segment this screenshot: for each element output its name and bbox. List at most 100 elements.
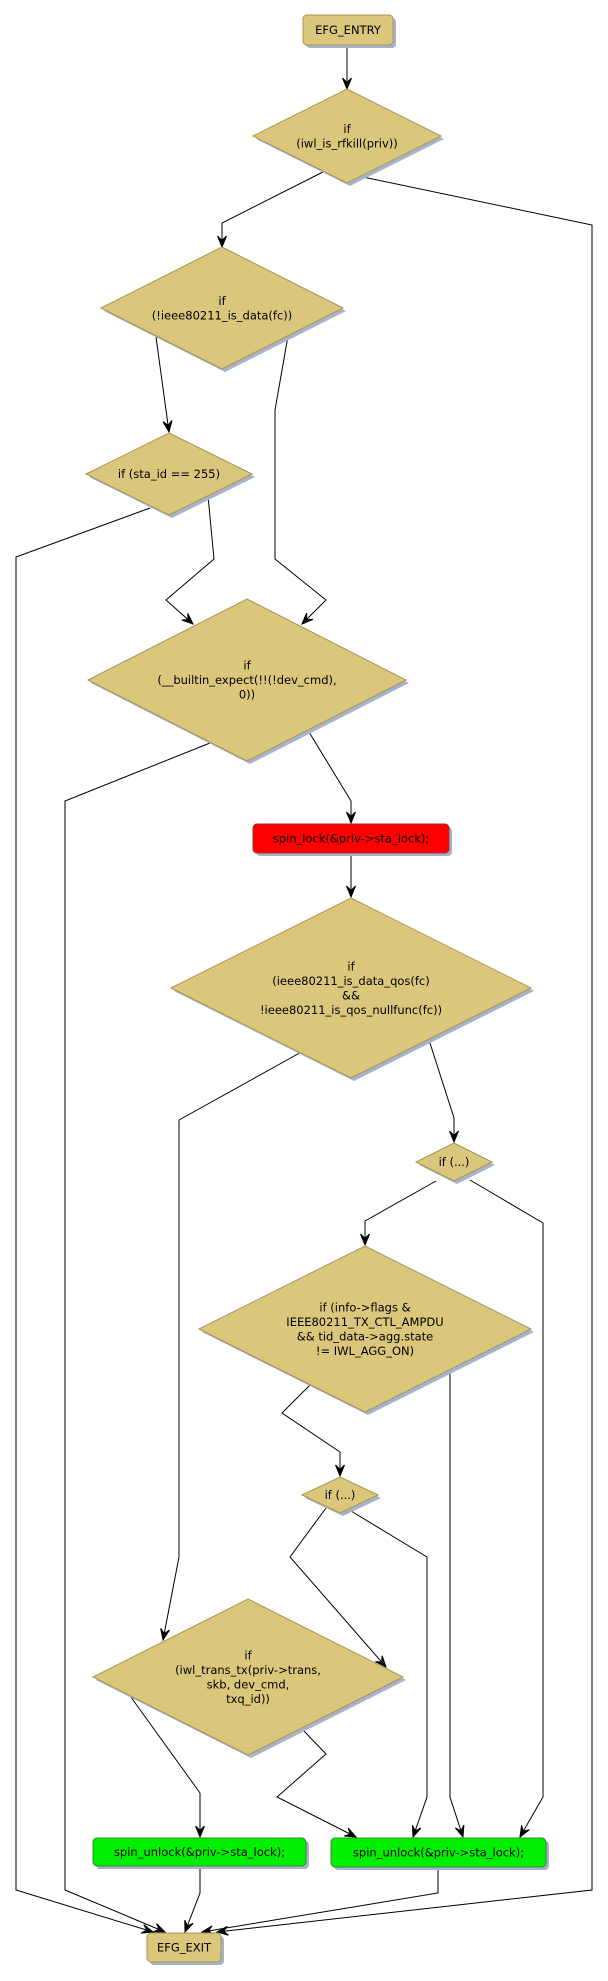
node-label: txq_id)) — [226, 1692, 270, 1706]
node-unlock2[interactable]: spin_unlock(&priv->sta_lock); — [330, 1837, 549, 1870]
node-c-is-data[interactable]: if(!ieee80211_is_data(fc)) — [99, 246, 346, 372]
edge-line — [274, 335, 327, 625]
edge-line — [449, 1372, 464, 1838]
node-exit[interactable]: EFG_EXIT — [146, 1932, 224, 1965]
arrowhead-icon — [346, 811, 356, 825]
node-label: && tid_data->agg.state — [297, 1329, 433, 1343]
node-c-dots2[interactable]: if (...) — [300, 1476, 381, 1516]
node-label: EFG_EXIT — [157, 1941, 212, 1955]
edge-c_trans_tx-to-unlock2 — [276, 1728, 358, 1838]
node-c-ampdu[interactable]: if (info->flags &IEEE80211_TX_CTL_AMPDU&… — [197, 1245, 534, 1415]
condition-diamond[interactable] — [197, 1245, 533, 1413]
node-label: if — [243, 659, 251, 673]
edge-line — [165, 495, 215, 625]
edge-lock-to-c_qos — [346, 853, 356, 899]
node-label: spin_unlock(&priv->sta_lock); — [114, 1845, 285, 1859]
arrowhead-icon — [160, 1628, 170, 1642]
node-label: (__builtin_expect(!!(!dev_cmd), — [157, 673, 336, 687]
arrowhead-icon — [184, 1919, 194, 1934]
node-c-sta-id[interactable]: if (sta_id == 255) — [84, 432, 255, 518]
edge-line — [289, 1507, 387, 1668]
node-label: if (...) — [325, 1488, 356, 1502]
arrowhead-icon — [360, 1233, 370, 1247]
node-unlock1[interactable]: spin_unlock(&priv->sta_lock); — [92, 1837, 309, 1869]
edge-unlock2-to-exit — [200, 1867, 439, 1936]
node-label: (iwl_is_rfkill(priv)) — [296, 136, 397, 150]
condition-diamond[interactable] — [414, 1142, 494, 1182]
nodes-layer: EFG_ENTRYif(iwl_is_rfkill(priv))if(!ieee… — [84, 14, 549, 1965]
unlock-box[interactable] — [92, 1837, 307, 1867]
node-label: != IWL_AGG_ON) — [316, 1344, 414, 1358]
edge-c_ampdu-to-unlock2 — [281, 1384, 345, 1478]
node-label: if — [347, 959, 355, 973]
node-label: spin_unlock(&priv->sta_lock); — [353, 1846, 524, 1860]
arrowhead-icon — [152, 1923, 167, 1933]
condition-diamond[interactable] — [169, 897, 533, 1079]
condition-diamond[interactable] — [300, 1476, 380, 1514]
condition-diamond[interactable] — [91, 1598, 405, 1756]
node-label: (iwl_trans_tx(priv->trans, — [175, 1663, 321, 1677]
node-c-trans-tx[interactable]: if(iwl_trans_tx(priv->trans,skb, dev_cmd… — [91, 1598, 406, 1758]
node-c-rfkill[interactable]: if(iwl_is_rfkill(priv)) — [251, 88, 444, 186]
terminal-box[interactable] — [302, 14, 394, 46]
condition-diamond[interactable] — [84, 432, 254, 516]
edge-line — [216, 176, 593, 1933]
arrowhead-icon — [375, 1655, 387, 1668]
edge-c_dots2-to-c_trans_tx — [289, 1507, 387, 1668]
arrowhead-icon — [335, 1464, 345, 1478]
edge-c_qos-to-c_dots1 — [428, 1039, 459, 1144]
node-label: skb, dev_cmd, — [207, 1677, 290, 1691]
node-c-dots1[interactable]: if (...) — [414, 1142, 495, 1184]
condition-diamond[interactable] — [99, 246, 345, 370]
arrowhead-icon — [181, 613, 194, 625]
edge-line — [221, 171, 324, 247]
unlock-box[interactable] — [330, 1837, 547, 1868]
edges-layer — [15, 45, 593, 1936]
node-label: if — [218, 294, 226, 308]
edge-c_trans_tx-to-unlock1 — [127, 1692, 205, 1839]
edge-line — [127, 1692, 201, 1837]
lock-box[interactable] — [252, 823, 450, 854]
arrowhead-icon — [454, 1824, 465, 1839]
edge-c_ampdu-to-c_dots2 — [449, 1372, 465, 1839]
arrowhead-icon — [301, 612, 314, 625]
edge-c_is_data-to-c_sta_id — [155, 336, 173, 434]
condition-diamond[interactable] — [86, 598, 408, 762]
node-label: if (sta_id == 255) — [118, 467, 220, 481]
node-label: if — [343, 122, 351, 136]
node-label: EFG_ENTRY — [315, 23, 382, 37]
arrowhead-icon — [217, 235, 227, 249]
node-label: (ieee80211_is_data_qos(fc) — [272, 974, 430, 988]
edge-c_dev_cmd-to-lock — [308, 731, 356, 825]
node-label: 0)) — [239, 688, 255, 702]
edge-line — [281, 1384, 341, 1476]
edge-line — [350, 1510, 428, 1838]
arrowhead-icon — [343, 1827, 358, 1838]
edge-unlock1-to-exit — [184, 1867, 201, 1934]
edge-line — [276, 1728, 357, 1838]
edge-line — [15, 507, 154, 1933]
edge-c_sta_id-to-exit — [15, 507, 155, 1934]
arrowhead-icon — [449, 1130, 459, 1144]
node-label: if (...) — [439, 1155, 470, 1169]
edge-c_dev_cmd-to-exit — [64, 742, 211, 1933]
node-label: IEEE80211_TX_CTL_AMPDU — [286, 1315, 443, 1329]
edge-line — [184, 1867, 201, 1933]
arrowhead-icon — [162, 420, 173, 434]
edge-line — [469, 1179, 544, 1838]
node-label: if — [244, 1648, 252, 1662]
edge-line — [201, 1867, 439, 1933]
condition-diamond[interactable] — [251, 88, 443, 184]
node-c-qos[interactable]: if(ieee80211_is_data_qos(fc)&&!ieee80211… — [169, 897, 534, 1081]
node-c-dev-cmd[interactable]: if(__builtin_expect(!!(!dev_cmd),0)) — [86, 598, 409, 764]
terminal-box[interactable] — [146, 1932, 222, 1963]
edge-entry-to-c_rfkill — [342, 45, 352, 91]
edge-line — [162, 1049, 306, 1641]
edge-line — [64, 742, 211, 1933]
node-entry[interactable]: EFG_ENTRY — [302, 14, 396, 48]
node-label: (!ieee80211_is_data(fc)) — [152, 308, 293, 322]
arrowhead-icon — [342, 77, 352, 91]
node-lock[interactable]: spin_lock(&priv->sta_lock); — [252, 823, 452, 856]
arrowhead-icon — [346, 885, 356, 899]
edge-c_qos-to-c_trans_tx — [160, 1049, 306, 1642]
